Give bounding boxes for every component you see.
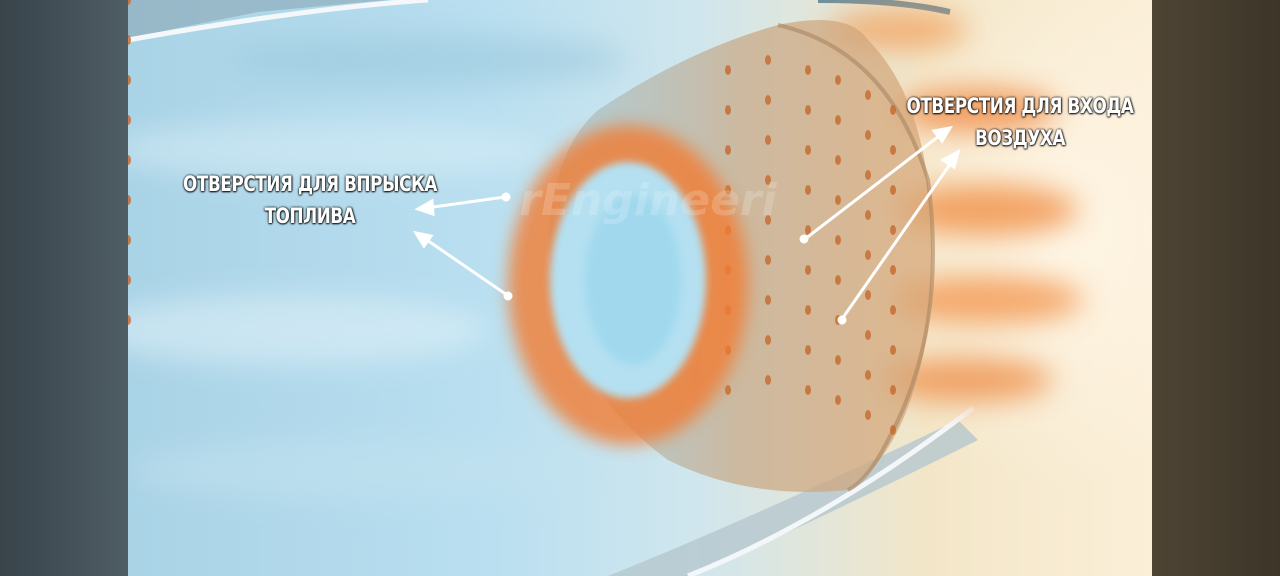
fuel-arrow-lower xyxy=(423,236,508,297)
combustor-illustration: rEngineeri xyxy=(128,0,1152,576)
air-arrow-1-head xyxy=(931,125,954,144)
fuel-arrow-upper-head xyxy=(414,198,435,217)
casing-edge-bottom xyxy=(687,406,975,576)
air-arrow-2-head xyxy=(940,149,961,170)
left-letterbox xyxy=(0,0,128,576)
right-letterbox xyxy=(1152,0,1280,576)
outer-casing-bottom xyxy=(608,420,978,576)
watermark: rEngineeri xyxy=(519,175,777,226)
air-label-line-1: ОТВЕРСТИЯ ДЛЯ ВХОДА xyxy=(906,94,1134,118)
casing-edge-top xyxy=(128,0,429,43)
airflow-streaks xyxy=(128,35,628,500)
fuel-arrow-upper xyxy=(425,195,506,210)
fuel-injection-ring xyxy=(508,125,748,445)
air-label-line-2: ВОЗДУХА xyxy=(974,126,1066,150)
air-holes xyxy=(128,0,896,435)
fuel-injection-holes-label: ОТВЕРСТИЯ ДЛЯ ВПРЫСКА ТОПЛИВА xyxy=(142,168,478,232)
combustor-diagram: rEngineeri xyxy=(128,0,1152,576)
flame-jets xyxy=(828,10,1083,402)
air-arrows xyxy=(799,125,961,325)
fuel-label-line-2: ТОПЛИВА xyxy=(264,204,356,228)
fuel-arrows xyxy=(412,192,513,301)
fuel-label-line-1: ОТВЕРСТИЯ ДЛЯ ВПРЫСКА xyxy=(183,172,437,196)
air-intake-holes-label: ОТВЕРСТИЯ ДЛЯ ВХОДА ВОЗДУХА xyxy=(852,90,1188,154)
air-arrow-1 xyxy=(804,131,944,241)
liner-rim xyxy=(777,23,935,492)
fuel-arrow-lower-head xyxy=(412,230,434,249)
outer-casing-top xyxy=(128,0,388,38)
air-arrow-2 xyxy=(840,159,955,320)
casing-edge-top-right xyxy=(817,0,951,15)
